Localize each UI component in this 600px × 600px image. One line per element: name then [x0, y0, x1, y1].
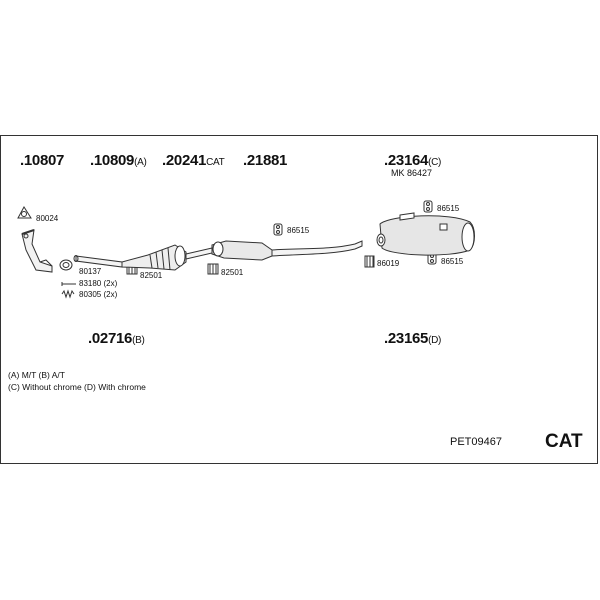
- part-20241-label: .20241CAT: [162, 152, 225, 169]
- part-23164-label: .23164(C): [384, 152, 442, 169]
- mk-label: MK 86427: [391, 168, 433, 178]
- label-83180: 83180 (2x): [79, 279, 118, 288]
- intermediate-pipe-icon: [73, 255, 123, 268]
- hanger-86515b-icon: [423, 200, 433, 213]
- part-21881-label: .21881: [243, 152, 288, 169]
- label-80024: 80024: [36, 214, 59, 223]
- label-80305: 80305 (2x): [79, 290, 118, 299]
- part-10809-label: .10809(A): [90, 152, 147, 169]
- clamp-86019-icon: [364, 255, 375, 268]
- part-10807-label: .10807: [20, 152, 65, 169]
- label-86019: 86019: [377, 259, 400, 268]
- catalytic-converter-icon: [121, 244, 187, 271]
- label-86515c: 86515: [441, 257, 464, 266]
- clamp-82501b-icon: [207, 263, 219, 275]
- reference-code: PET09467: [450, 436, 502, 448]
- rear-pipe-icon: [271, 240, 363, 257]
- rear-silencer-icon: [376, 212, 475, 256]
- spring-80305-icon: [61, 289, 75, 299]
- bolt-83180-icon: [61, 282, 76, 286]
- front-pipe-icon: [21, 229, 53, 273]
- mid-pipe-icon: [185, 247, 213, 260]
- legend-line-1: (A) M/T (B) A/T: [8, 370, 65, 380]
- legend-line-2: (C) Without chrome (D) With chrome: [8, 382, 146, 392]
- part-02716-label: .02716(B): [88, 330, 145, 347]
- diagram-frame: [0, 135, 598, 464]
- part-23165-label: .23165(D): [384, 330, 442, 347]
- gasket-80024-icon: [17, 206, 32, 219]
- middle-silencer-icon: [211, 240, 273, 261]
- label-82501a: 82501: [140, 271, 163, 280]
- hanger-86515a-icon: [273, 223, 283, 236]
- label-80137: 80137: [79, 267, 102, 276]
- label-86515a: 86515: [287, 226, 310, 235]
- label-82501b: 82501: [221, 268, 244, 277]
- cat-badge: CAT: [545, 431, 583, 452]
- ring-80137-icon: [59, 259, 73, 271]
- label-86515b: 86515: [437, 204, 460, 213]
